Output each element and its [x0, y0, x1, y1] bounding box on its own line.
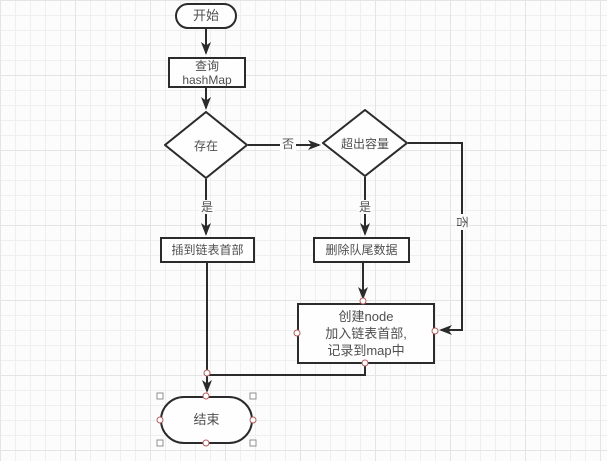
connection-point[interactable] [359, 297, 367, 305]
node-insert-head[interactable]: 插到链表首部 [160, 237, 255, 263]
node-query-line2: hashMap [182, 72, 232, 87]
selection-handle[interactable] [202, 439, 210, 447]
edge-label-exists-yes: 是 [198, 200, 216, 214]
selection-handle[interactable] [156, 392, 164, 400]
node-query-line1: 查询 [194, 58, 219, 73]
selection-handle[interactable] [156, 439, 164, 447]
node-create-node[interactable]: 创建node 加入链表首部, 记录到map中 [297, 303, 435, 364]
connection-point[interactable] [293, 329, 301, 337]
selection-handle[interactable] [249, 392, 257, 400]
node-start[interactable]: 开始 [175, 3, 237, 29]
node-over-capacity-label: 超出容量 [340, 136, 389, 151]
edge-label-capacity-yes: 是 [356, 200, 374, 214]
connection-point[interactable] [431, 327, 439, 335]
node-end-label: 结束 [193, 412, 220, 427]
edge-capacity-no-to-create[interactable] [408, 142, 463, 335]
edge-label-exists-no: 否 [279, 137, 297, 151]
edge-label-capacity-no: 否 [455, 213, 469, 231]
selection-handle[interactable] [249, 416, 257, 424]
connection-point[interactable] [361, 359, 369, 367]
node-create-node-line3: 记录到map中 [327, 343, 405, 358]
node-query-hashmap[interactable]: 查询 hashMap [168, 57, 246, 88]
node-delete-tail[interactable]: 删除队尾数据 [313, 237, 410, 263]
node-delete-tail-label: 删除队尾数据 [325, 243, 398, 257]
edge-create-to-junction[interactable] [209, 364, 366, 376]
connection-point[interactable] [203, 369, 211, 377]
node-start-label: 开始 [192, 8, 219, 23]
node-exists-label: 存在 [193, 138, 218, 153]
selection-handle[interactable] [249, 439, 257, 447]
selection-handle[interactable] [202, 392, 210, 400]
node-end[interactable]: 结束 [160, 396, 253, 444]
diamond-shape [164, 111, 248, 179]
diamond-shape [322, 109, 408, 177]
node-over-capacity-decision[interactable]: 超出容量 [322, 109, 408, 177]
node-create-node-line2: 加入链表首部, [325, 326, 407, 341]
node-create-node-line1: 创建node [338, 309, 394, 324]
selection-handle[interactable] [156, 416, 164, 424]
node-exists-decision[interactable]: 存在 [164, 111, 248, 179]
node-insert-head-label: 插到链表首部 [171, 243, 244, 257]
